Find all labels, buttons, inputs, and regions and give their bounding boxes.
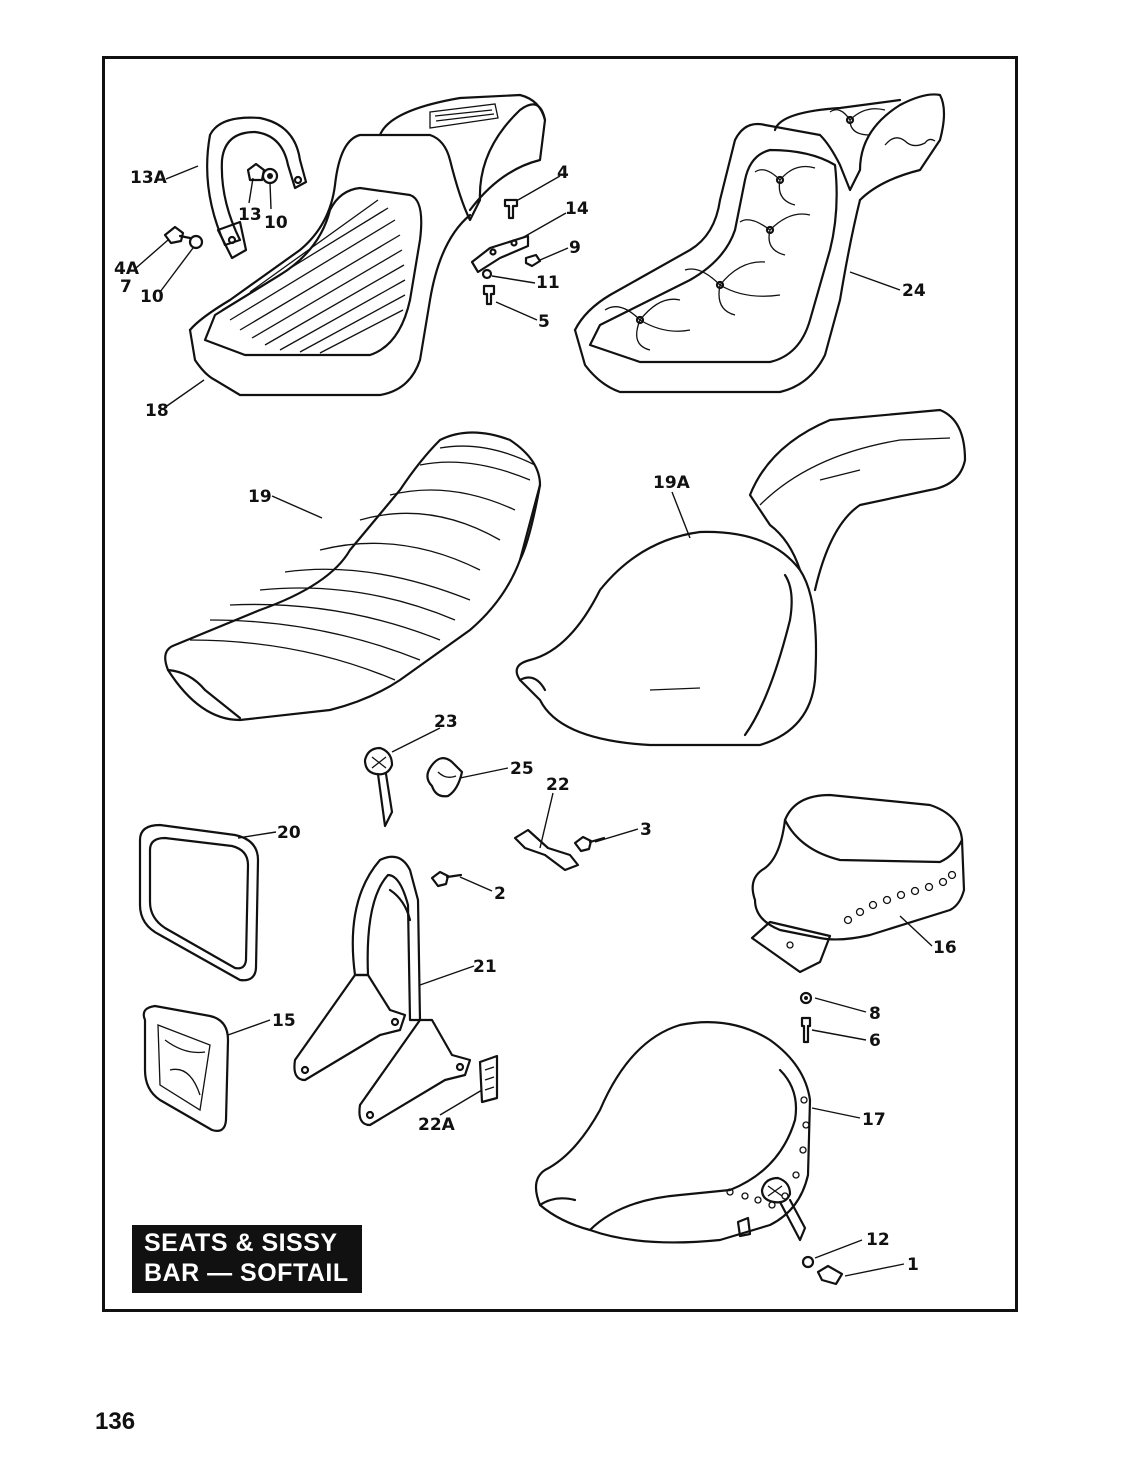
callout-8: 8 — [869, 1004, 881, 1024]
callout-13: 13 — [238, 205, 262, 225]
callout-19A: 19A — [653, 473, 691, 493]
seat-24-embroidered — [573, 93, 946, 394]
pillion-16-studded — [750, 793, 966, 1044]
seat-24-flower-pattern — [604, 108, 936, 351]
callout-19: 19 — [248, 487, 272, 507]
diagram-frame — [102, 56, 1018, 1312]
callout-14: 14 — [565, 199, 589, 219]
callout-5: 5 — [538, 312, 550, 332]
callout-10-upper: 10 — [264, 213, 288, 233]
callout-4A: 4A — [114, 259, 140, 279]
callout-22: 22 — [546, 775, 570, 795]
callout-6: 6 — [869, 1031, 881, 1051]
callout-7: 7 — [120, 277, 132, 297]
callout-18: 18 — [145, 401, 169, 421]
title-line-1: SEATS & SISSY — [144, 1229, 338, 1257]
callout-25: 25 — [510, 759, 534, 779]
callout-16: 16 — [933, 938, 957, 958]
seat-19-pleats — [189, 445, 536, 681]
hardware-4-14-9-11-5 — [470, 198, 542, 306]
seat-19A — [515, 408, 967, 747]
page-number: 136 — [95, 1408, 136, 1435]
callout-11: 11 — [536, 273, 560, 293]
callout-24: 24 — [902, 281, 926, 301]
callout-3: 3 — [640, 820, 652, 840]
sissy-bar-strap-13A — [206, 116, 308, 260]
sissy-bar-21 — [293, 855, 499, 1127]
callout-17: 17 — [862, 1110, 886, 1130]
seat-18-ribbed — [188, 93, 547, 397]
small-items-23-25 — [363, 746, 464, 828]
callout-4: 4 — [557, 163, 569, 183]
seat-19-pleated — [164, 431, 542, 722]
seat-18-ribs — [221, 199, 406, 354]
callout-9: 9 — [569, 238, 581, 258]
backrest-pad-20 — [138, 823, 260, 982]
backrest-pad-15 — [142, 1004, 230, 1132]
solo-seat-17-studs — [726, 1096, 810, 1209]
callout-12: 12 — [866, 1230, 890, 1250]
callout-20: 20 — [277, 823, 301, 843]
bracket-22-bolt-3 — [513, 828, 606, 872]
title-box: SEATS & SISSY BAR — SOFTAIL — [132, 1225, 362, 1293]
callout-13A: 13A — [130, 168, 168, 188]
callout-10-lower: 10 — [140, 287, 164, 307]
callout-1: 1 — [907, 1255, 919, 1275]
callout-23: 23 — [434, 712, 458, 732]
pillion-16-studs — [843, 870, 957, 925]
leader-lines — [135, 165, 933, 1277]
title-line-2: BAR — SOFTAIL — [144, 1259, 349, 1287]
callout-15: 15 — [272, 1011, 296, 1031]
callout-2: 2 — [494, 884, 506, 904]
solo-seat-17-studded — [534, 1021, 844, 1286]
callout-21: 21 — [473, 957, 497, 977]
callout-labels: 13A 13 10 4A 7 10 4 14 9 11 5 18 24 19 1… — [114, 163, 957, 1275]
callout-22A: 22A — [418, 1115, 456, 1135]
